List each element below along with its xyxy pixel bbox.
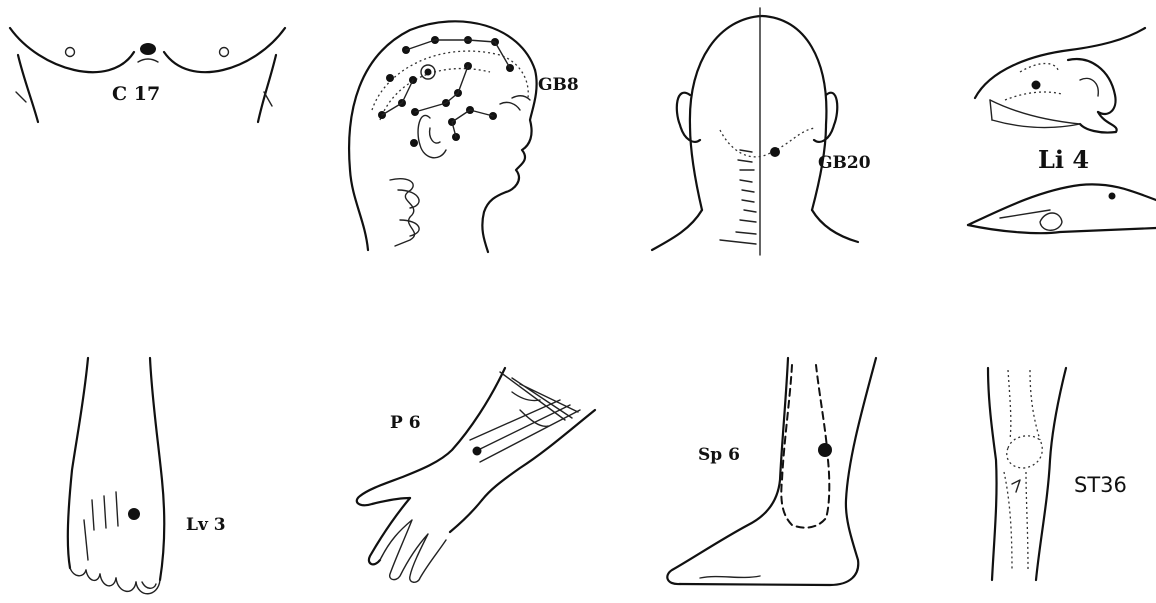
hand-figure: Li 4 bbox=[968, 28, 1156, 233]
acupoint-c17-marker bbox=[140, 43, 156, 55]
head-side-figure: GB8 bbox=[349, 21, 579, 252]
acupoint-gb8-marker bbox=[425, 69, 432, 76]
label-gb8: GB8 bbox=[538, 75, 579, 95]
head-back-figure: GB20 bbox=[652, 8, 871, 255]
acupoint-p6-marker bbox=[473, 447, 482, 456]
acupoint-lv3-marker bbox=[128, 508, 140, 520]
label-li4: Li 4 bbox=[1038, 145, 1089, 174]
label-sp6: Sp 6 bbox=[698, 445, 740, 465]
label-c17: C 17 bbox=[112, 83, 160, 105]
label-gb20: GB20 bbox=[818, 153, 871, 173]
acupoint-sp6-marker bbox=[818, 443, 832, 457]
knee-figure: ST36 bbox=[988, 368, 1127, 580]
label-st36: ST36 bbox=[1074, 473, 1127, 497]
acupoint-li4-marker bbox=[1032, 81, 1041, 90]
leg-figure: Sp 6 bbox=[667, 358, 876, 585]
gb-channel-points bbox=[378, 36, 514, 147]
label-p6: P 6 bbox=[390, 413, 421, 433]
label-lv3: Lv 3 bbox=[186, 515, 226, 535]
acupoint-gb20-marker bbox=[770, 147, 780, 157]
chest-figure: C 17 bbox=[10, 28, 285, 122]
foot-figure: Lv 3 bbox=[68, 358, 226, 594]
forearm-figure: P 6 bbox=[357, 368, 595, 582]
